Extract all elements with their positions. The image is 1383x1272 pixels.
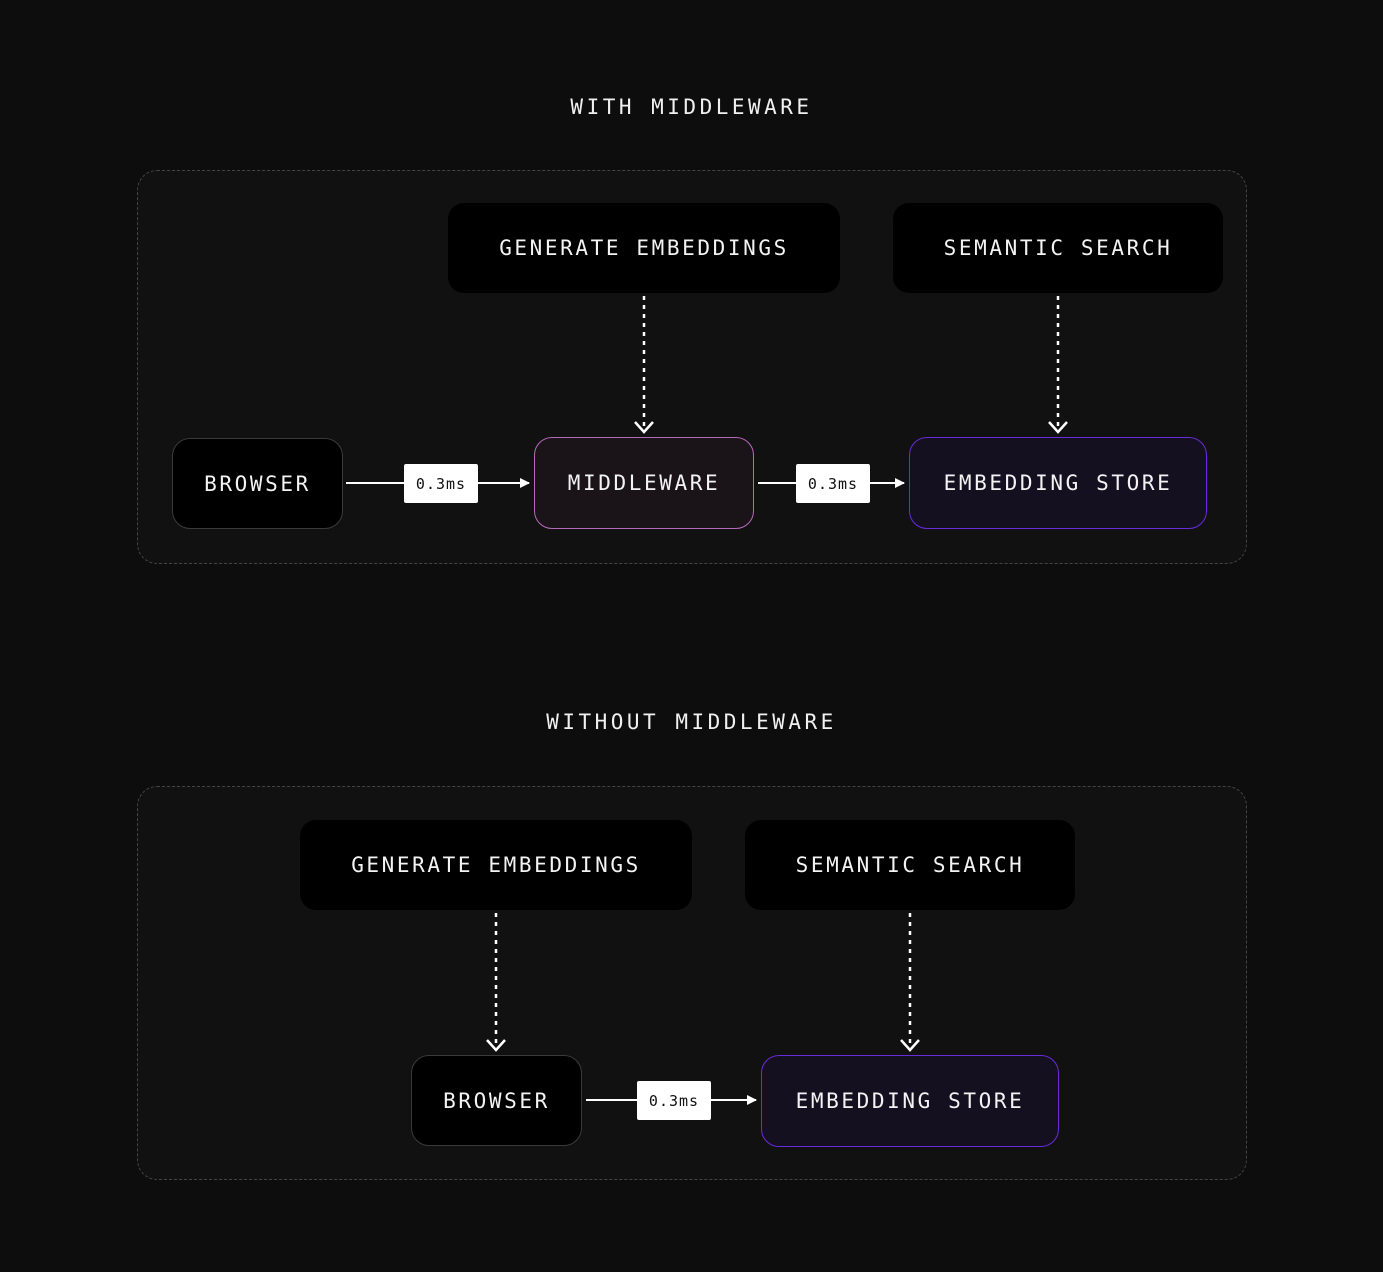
semantic-search-node: SEMANTIC SEARCH (893, 203, 1223, 293)
middleware-node: MIDDLEWARE (534, 437, 754, 529)
without-middleware-title: WITHOUT MIDDLEWARE (546, 710, 837, 734)
generate-embeddings-node: GENERATE EMBEDDINGS (448, 203, 840, 293)
semantic-search-node: SEMANTIC SEARCH (745, 820, 1075, 910)
latency-badge: 0.3ms (796, 464, 870, 503)
with-middleware-title: WITH MIDDLEWARE (570, 95, 813, 119)
latency-badge: 0.3ms (404, 464, 478, 503)
embedding-store-node: EMBEDDING STORE (909, 437, 1207, 529)
generate-embeddings-node: GENERATE EMBEDDINGS (300, 820, 692, 910)
embedding-store-node: EMBEDDING STORE (761, 1055, 1059, 1147)
browser-node: BROWSER (172, 438, 343, 529)
browser-node: BROWSER (411, 1055, 582, 1146)
latency-badge: 0.3ms (637, 1081, 711, 1120)
